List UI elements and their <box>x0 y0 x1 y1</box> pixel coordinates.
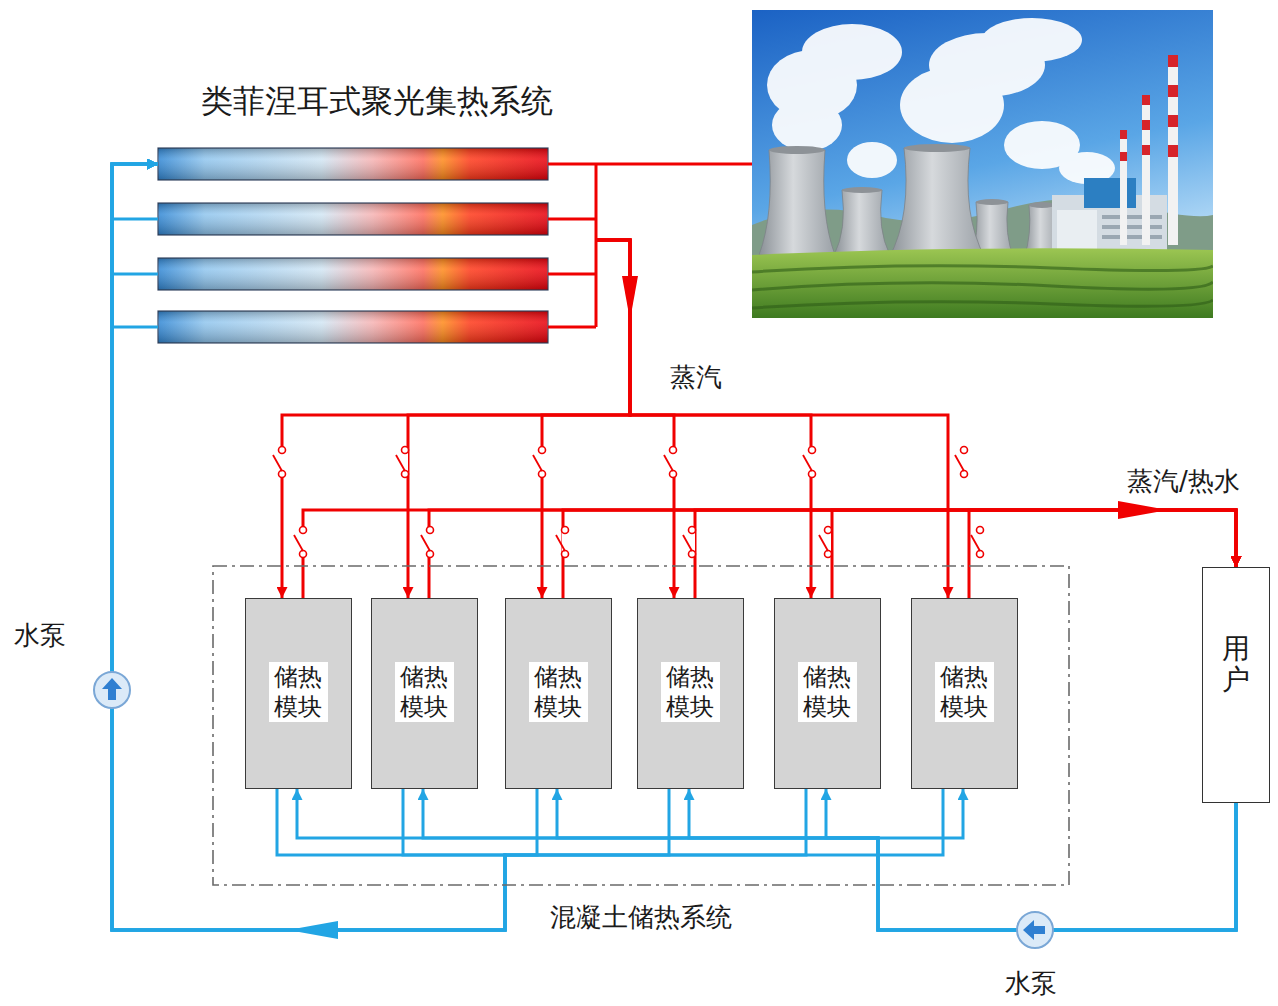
steam-pipe <box>282 240 630 598</box>
storage-module: 储热模块 <box>637 598 744 789</box>
flow-arrow <box>288 921 338 939</box>
steam-pipe <box>303 510 1236 598</box>
storage-system-group: 混凝土储热系统 储热模块 储热模块 储热模块 储热模块 储热模块 储热模块 <box>212 565 1070 937</box>
valve-switches <box>273 447 984 558</box>
steam-pipe <box>695 510 1236 598</box>
water-pipe <box>112 164 537 930</box>
flow-label: 蒸汽 <box>668 362 724 393</box>
steam-pipe <box>542 240 630 598</box>
steam-pipe <box>408 240 630 598</box>
module-label: 储热模块 <box>269 662 327 722</box>
flow-arrow <box>622 276 638 320</box>
module-label: 储热模块 <box>661 662 719 722</box>
collector-group: 类菲涅耳式聚光集热系统 <box>158 78 596 350</box>
storage-module: 储热模块 <box>505 598 612 789</box>
group-heading: 类菲涅耳式聚光集热系统 <box>201 82 553 120</box>
collector-inlet-pipes <box>112 164 158 327</box>
group-heading: 混凝土储热系统 <box>546 902 736 933</box>
user-box: 用户 <box>1202 567 1270 803</box>
water-pump-symbol <box>94 672 130 708</box>
water-pipe <box>689 789 1236 930</box>
module-label: 储热模块 <box>935 662 993 722</box>
flow-label: 蒸汽/热水 <box>1125 466 1242 497</box>
module-label: 储热模块 <box>798 662 856 722</box>
collector-bars <box>158 148 548 343</box>
steam-pipe <box>596 240 948 598</box>
storage-module: 储热模块 <box>774 598 881 789</box>
steam-pipe <box>596 240 811 598</box>
steam-pipe <box>596 240 674 598</box>
steam-pipe <box>563 510 1236 598</box>
storage-module: 储热模块 <box>371 598 478 789</box>
collector-outlet-pipes <box>548 164 752 327</box>
flow-arrow <box>1118 501 1168 519</box>
storage-module: 储热模块 <box>911 598 1018 789</box>
water-pipe <box>112 164 806 930</box>
water-pipe <box>826 789 1236 930</box>
water-pipe <box>878 789 1236 930</box>
steam-pipe <box>429 510 1236 598</box>
water-pump-symbol <box>1017 912 1053 948</box>
power-plant-photo <box>752 10 1213 318</box>
module-label: 储热模块 <box>529 662 587 722</box>
water-pipe <box>112 164 505 930</box>
user-label: 用户 <box>1222 634 1250 696</box>
water-pipe <box>297 789 1236 930</box>
storage-module: 储热模块 <box>245 598 352 789</box>
water-pipe <box>112 164 943 930</box>
water-pipe <box>112 164 669 930</box>
pump-label: 水泵 <box>1003 968 1059 999</box>
steam-pipe <box>969 510 1236 598</box>
frame-outline <box>213 566 1069 885</box>
steam-pipe <box>832 510 1236 598</box>
water-pipe <box>112 164 505 930</box>
module-label: 储热模块 <box>395 662 453 722</box>
pump-label: 水泵 <box>12 620 68 651</box>
water-pipe <box>423 789 1236 930</box>
